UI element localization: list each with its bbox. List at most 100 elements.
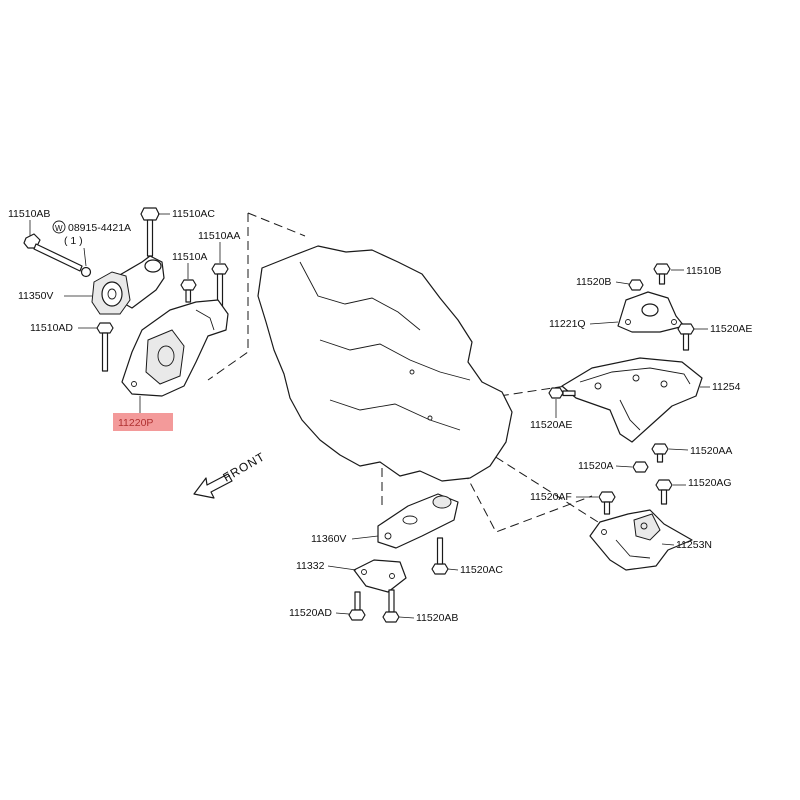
label-11520AE-right: 11520AE [710,323,752,335]
left-labels: 11510AB W 08915-4421A ( 1 ) 11510AC 1151… [8,208,240,431]
label-08915-4421A: 08915-4421A [68,222,131,234]
bolt-11510A [180,279,197,303]
leader-11520AA [668,448,689,451]
bolt-head [96,322,114,334]
leader-08915-4421A [83,247,87,267]
label-11520AE-left: 11520AE [530,419,572,431]
bolt-shaft [146,219,154,257]
bracket-11220P [121,299,229,397]
label-11510AC: 11510AC [172,208,215,220]
engine-mark [409,369,415,375]
bolt-shaft [656,453,664,463]
label-front: FRONT [221,449,268,484]
bolt-shaft [562,390,576,397]
bolt-shaft [388,589,395,613]
rod-hole [384,532,392,540]
dashed-line-to-rear-bracket [471,441,599,523]
bottom-mount-group [348,493,459,623]
label-11520AB: 11520AB [416,612,458,624]
bracket-hole [594,382,602,390]
label-11350V: 11350V [18,290,53,302]
bracket-11254 [561,357,703,443]
label-11520AG: 11520AG [688,477,732,489]
engine-mount-11221Q [617,291,685,333]
bracket-hole [601,529,607,535]
bracket-hole [640,522,648,530]
bracket-hole [660,380,668,388]
bolt-11520AE-right [677,323,695,351]
bolt-head [180,279,197,291]
bolt-shaft [354,591,361,611]
bolt-11520AB [382,589,400,623]
dashed-line-left [207,213,249,381]
bolt-11520AD [348,591,366,621]
label-11510AD: 11510AD [30,322,73,334]
washer-symbol: W [55,224,63,233]
engine-mount-11350V [91,255,165,315]
right-labels: 11520B 11510B 11221Q 11520AE 11254 11520… [530,265,752,551]
leader-11520AC [447,568,459,571]
bolt-11520AA [651,443,669,463]
bolt-11520AC [431,537,449,575]
dashed-line-top [247,212,306,237]
label-11510AA: 11510AA [198,230,240,242]
engine-block-outline [257,245,513,482]
bracket-11332 [353,559,407,593]
bolt-shaft [682,333,690,351]
highlight-box-11220P [113,413,173,431]
left-mount-group [23,207,229,397]
leader-11520A [615,465,633,468]
engine-detail-line [299,261,421,331]
washer-symbol-circle [52,220,66,234]
bracket-rib [615,539,651,559]
nut-11520B [628,279,644,291]
label-11221Q: 11221Q [549,318,586,330]
label-11510A: 11510A [172,251,207,263]
bolt-11510AB [23,233,83,272]
bolt-shaft [660,489,668,505]
rod-bushing [432,495,452,509]
bolt-shaft [658,273,666,285]
bracket-hole [157,345,175,367]
bracket-top-face [579,367,691,385]
engine-detail-line [319,339,471,381]
mount-hole [671,319,677,325]
bolt-head [677,323,695,335]
bottom-labels: 11360V 11332 11520AC 11520AD 11520AB [289,533,503,624]
mount-hole [625,319,631,325]
bracket-rib [195,309,215,331]
mount-bushing-inner [107,288,117,300]
rod-hole [402,515,418,525]
bolt-shaft [101,332,109,372]
label-11510B: 11510B [686,265,721,277]
bolt-head [655,479,673,491]
torque-rod-11360V [377,493,459,549]
label-11510AB: 11510AB [8,208,50,220]
bracket-11253N [589,509,693,571]
bolt-11510AD [96,322,114,372]
bracket-hole [361,569,367,575]
bracket-hole [389,573,395,579]
bracket-body [353,559,407,593]
leader-11253N [661,543,675,546]
engine-body [257,245,513,482]
bracket-rib [619,399,641,431]
front-arrow-icon [193,473,233,499]
mount-bushing-top [144,259,162,273]
label-11360V: 11360V [311,533,346,545]
bolt-head [382,611,400,623]
bracket-boss [145,329,185,385]
leader-11332 [327,565,357,571]
label-qty: ( 1 ) [64,235,83,247]
label-11520AA: 11520AA [690,445,732,457]
nut-11520A [632,461,649,473]
engine-mark [427,415,433,421]
leader-11520AD [335,612,350,615]
bolt-head [651,443,669,455]
bolt-head [140,207,160,221]
engine-detail-line [329,399,461,431]
bracket-hole [632,374,640,382]
leader-11520B [615,281,630,285]
bolt-head [598,491,616,503]
